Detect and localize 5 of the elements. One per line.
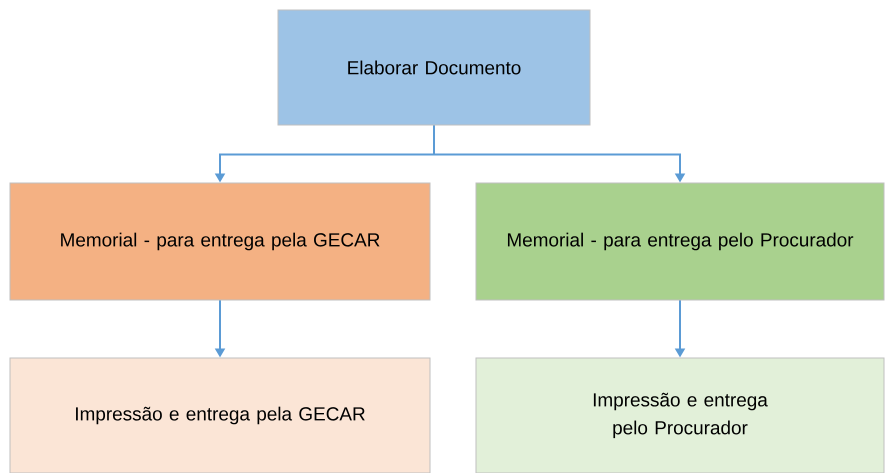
process-box: Elaborar Documento [278,10,590,126]
process-box: Impressão e entrega pelo Procurador [476,358,884,473]
process-box: Memorial - para entrega pela GECAR [10,182,430,300]
process-box: Impressão e entrega pela GECAR [10,358,430,473]
process-box: Memorial - para entrega pelo Procurador [476,182,884,300]
